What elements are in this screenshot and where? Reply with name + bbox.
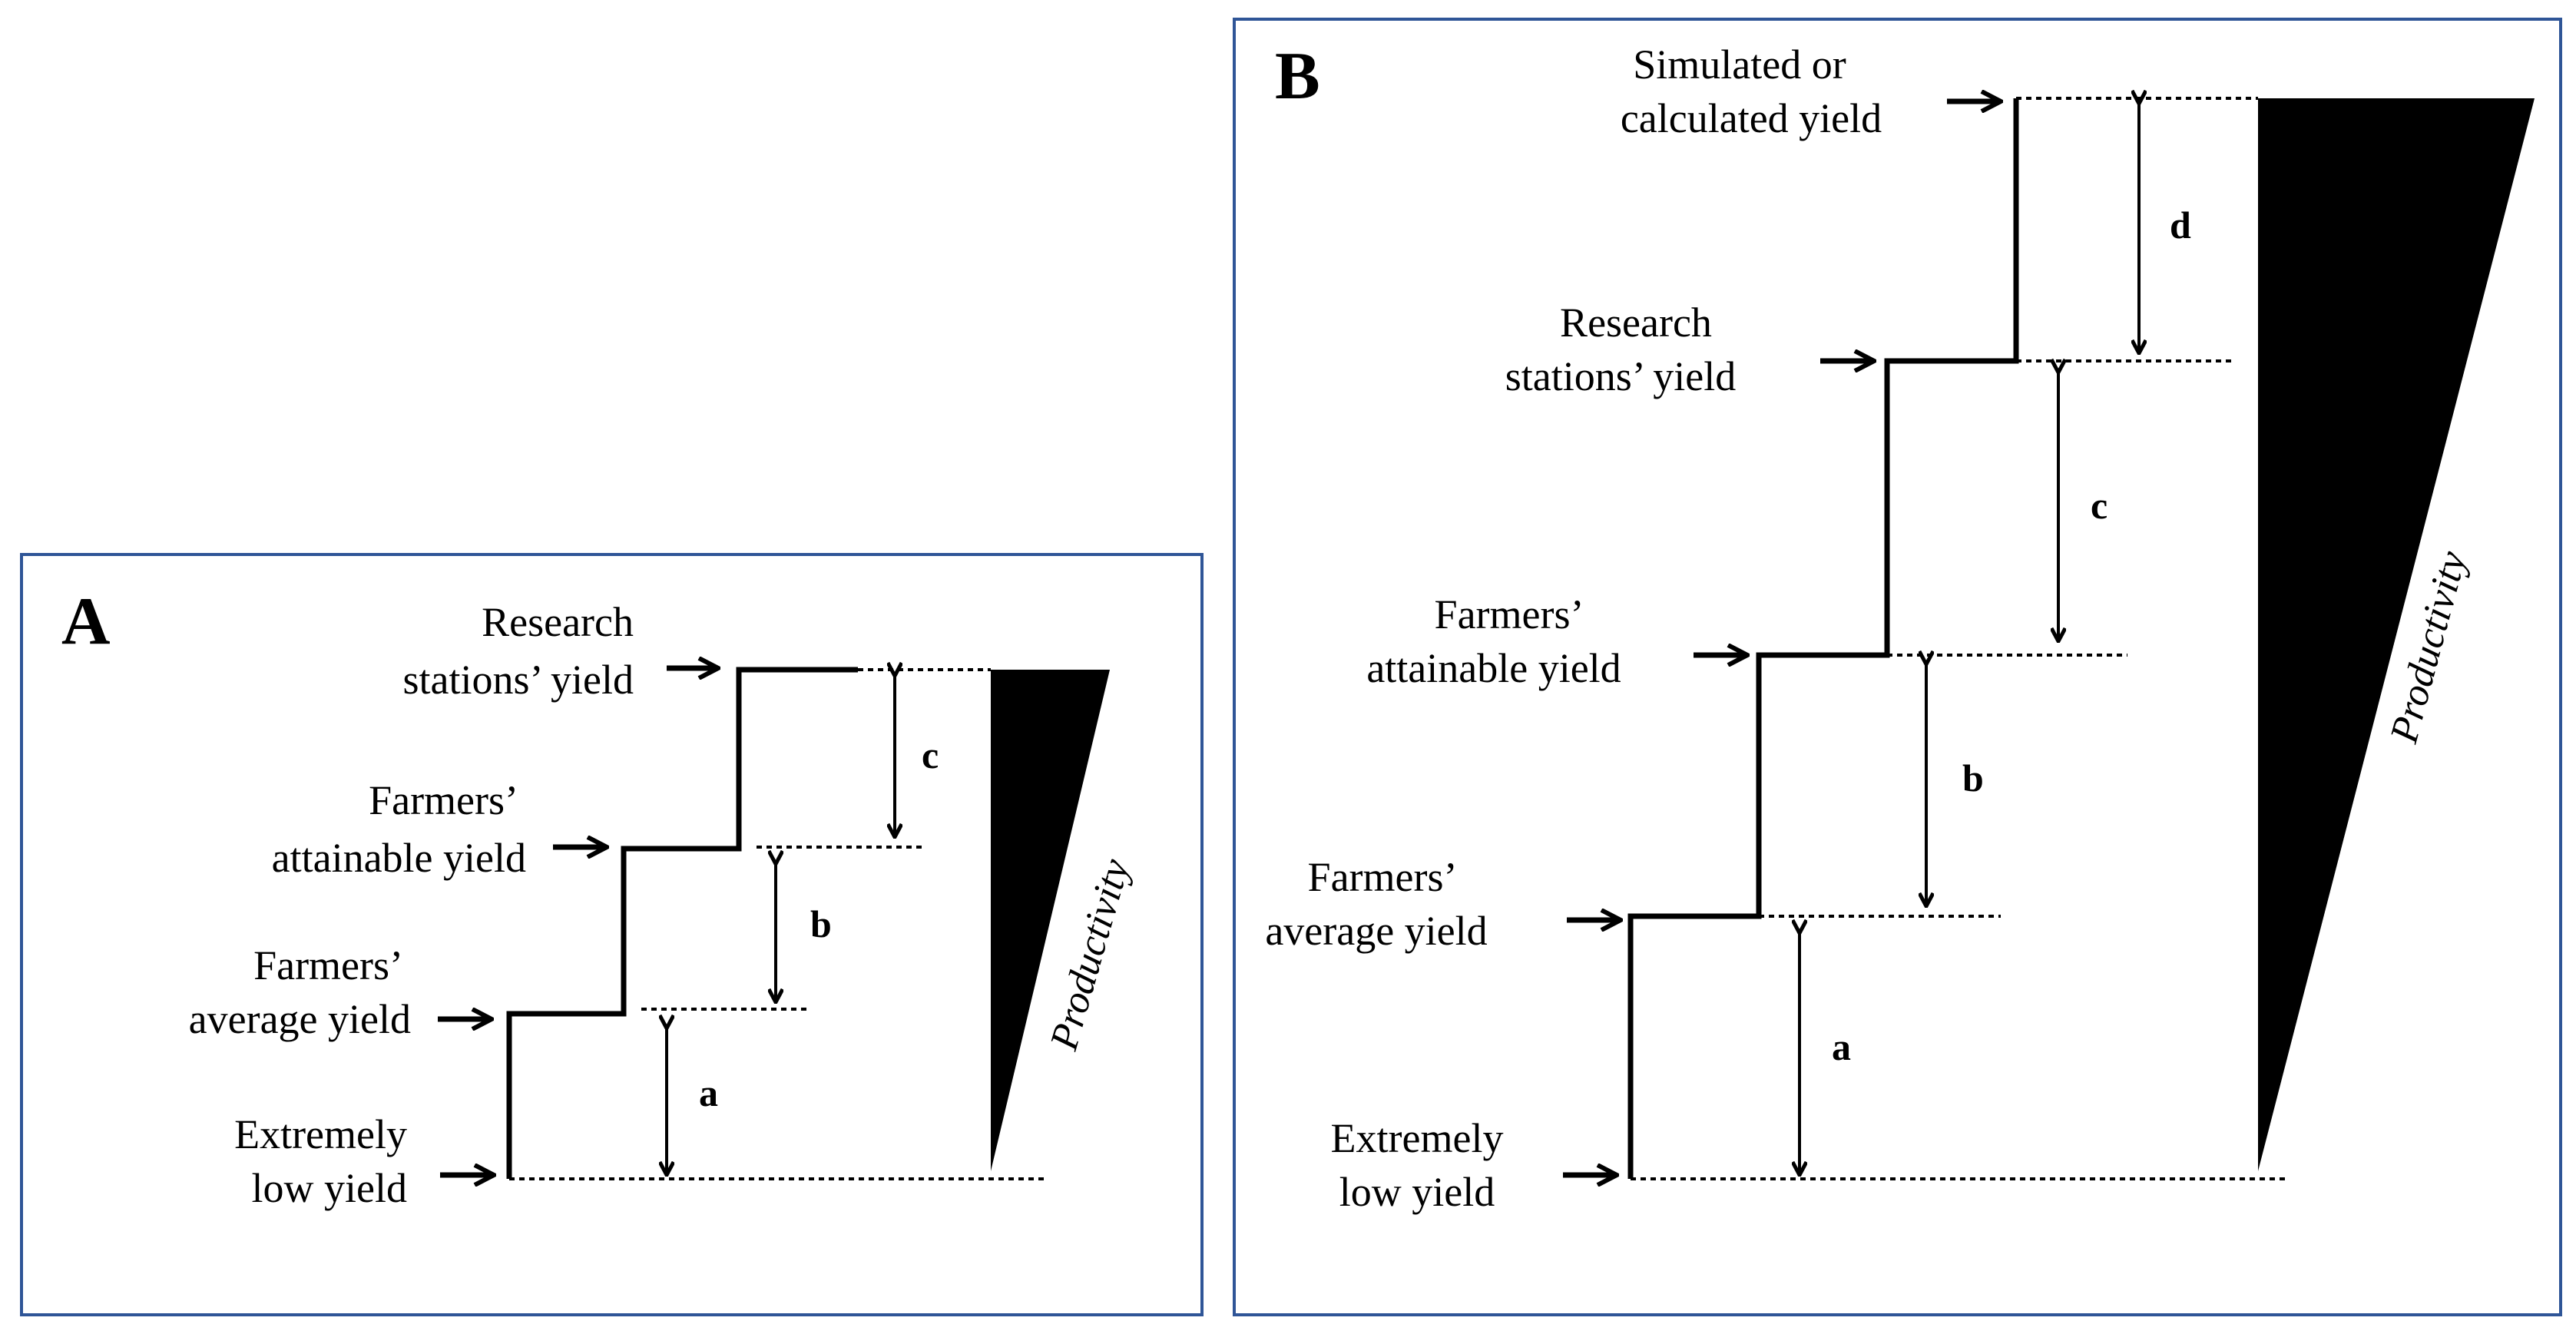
panel-b-staircase bbox=[1627, 98, 2019, 1179]
panel-a-attainable-label-line2: attainable yield bbox=[272, 835, 526, 881]
panel-b-low-label-line2: low yield bbox=[1339, 1169, 1495, 1215]
panel-b-gap-b-label: b bbox=[1962, 756, 1984, 799]
panel-b-frame bbox=[1233, 18, 2562, 1316]
panel-b-simulated-label-line2: calculated yield bbox=[1621, 95, 1882, 141]
panel-a-gap-c-label: c bbox=[922, 733, 939, 776]
panel-a-research-label-line2: stations’ yield bbox=[403, 657, 634, 703]
panel-a-productivity-wedge bbox=[991, 670, 1110, 1171]
panel-b-low-label-line1: Extremely bbox=[1331, 1115, 1504, 1161]
panel-b-attainable-label-line2: attainable yield bbox=[1366, 645, 1621, 691]
panel-b: B a b c d Productivity Simulated or calc… bbox=[1233, 18, 2562, 1316]
panel-a-letter: A bbox=[61, 584, 111, 659]
panel-b-gap-c-label: c bbox=[2091, 484, 2107, 527]
panel-a-attainable-label-line1: Farmers’ bbox=[369, 777, 518, 823]
panel-a-average-label-line2: average yield bbox=[189, 996, 411, 1042]
panel-a-gap-a-label: a bbox=[699, 1071, 718, 1114]
panel-b-gap-a-label: a bbox=[1832, 1025, 1851, 1068]
panel-a-staircase bbox=[506, 667, 858, 1179]
panel-a: A a b c Productivity Research stations’ … bbox=[20, 553, 1204, 1316]
panel-b-productivity-wedge bbox=[2258, 98, 2535, 1171]
panel-b-average-label-line1: Farmers’ bbox=[1308, 854, 1458, 900]
panel-b-research-label-line1: Research bbox=[1560, 300, 1712, 346]
panel-a-frame bbox=[20, 553, 1204, 1316]
panel-b-attainable-label-line1: Farmers’ bbox=[1435, 591, 1584, 637]
panel-a-low-label-line2: low yield bbox=[252, 1165, 407, 1211]
panel-b-gap-d-label: d bbox=[2170, 204, 2191, 247]
panel-a-low-label-line1: Extremely bbox=[234, 1111, 407, 1157]
panel-a-average-label-line1: Farmers’ bbox=[253, 942, 403, 988]
panel-a-research-label-line1: Research bbox=[482, 599, 634, 645]
panel-b-research-label-line2: stations’ yield bbox=[1505, 353, 1736, 399]
panel-b-letter: B bbox=[1275, 39, 1320, 114]
panel-a-gap-b-label: b bbox=[810, 902, 832, 945]
panel-b-average-label-line2: average yield bbox=[1265, 908, 1487, 954]
panel-b-simulated-label-line1: Simulated or bbox=[1633, 41, 1846, 88]
